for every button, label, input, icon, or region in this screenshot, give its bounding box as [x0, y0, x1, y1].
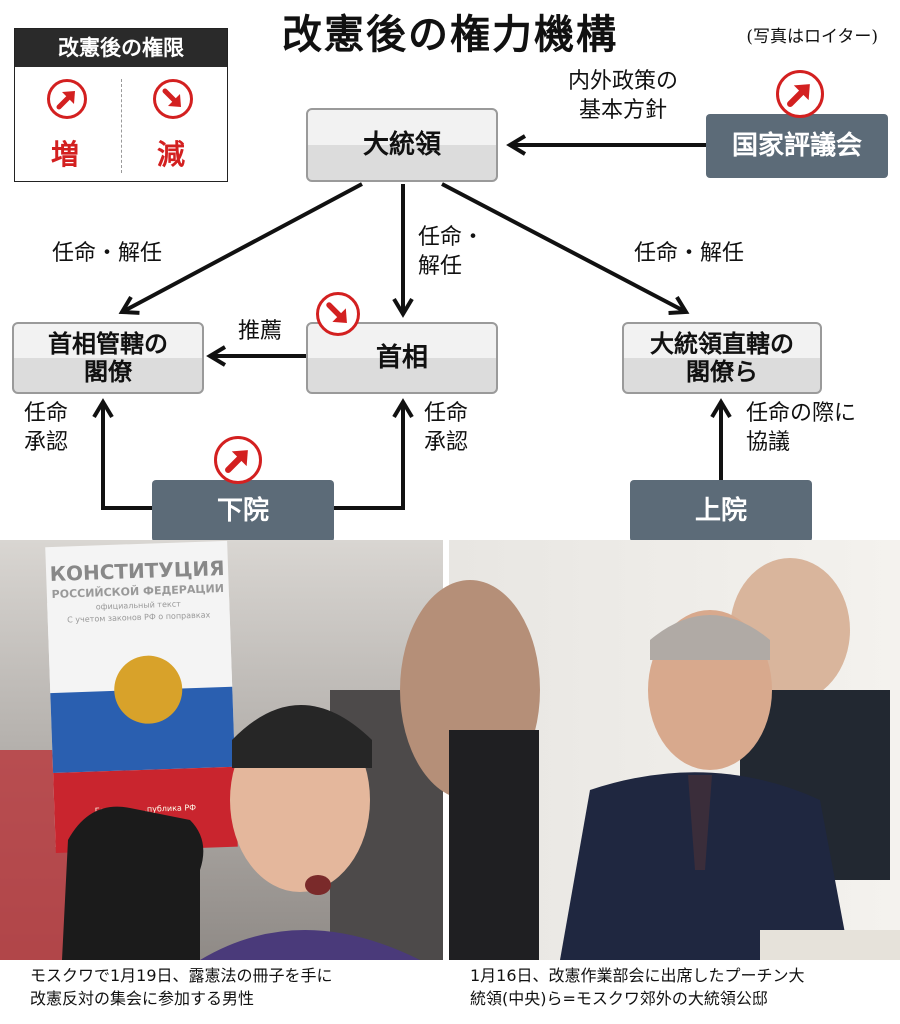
caption-left-line1: モスクワで1月19日、露憲法の冊子を手に	[30, 966, 333, 985]
label-appoint-dismiss-right: 任命・解任	[634, 241, 745, 266]
photo-strip: КОНСТИТУЦИЯ РОССИЙСКОЙ ФЕДЕРАЦИИ официал…	[0, 540, 900, 960]
node-upper-house: 上院	[630, 480, 812, 542]
legend-heading: 改憲後の権限	[15, 29, 227, 67]
booklet-subtitle: РОССИЙСКОЙ ФЕДЕРАЦИИ	[51, 582, 224, 601]
node-lower-house: 下院	[152, 480, 334, 542]
node-pm-cabinet-line2: 閣僚	[84, 358, 132, 386]
booklet-text-1: официальный текст	[96, 599, 182, 611]
state-council-increase-icon	[776, 70, 824, 118]
diagram-title: 改憲後の権力機構	[282, 11, 618, 58]
photo-protester: КОНСТИТУЦИЯ РОССИЙСКОЙ ФЕДЕРАЦИИ официал…	[0, 540, 445, 960]
label-consult: 任命の際に 協議	[746, 400, 856, 457]
label-appoint-dismiss-center-line1: 任命・	[418, 225, 485, 250]
legend-increase-label: 増	[51, 138, 80, 171]
label-approve-right-line2: 承認	[424, 429, 469, 455]
diagram-arrows	[92, 134, 732, 510]
node-pm-cabinet-line1: 首相管轄の	[48, 329, 168, 358]
legend-box: 改憲後の権限 増 減	[14, 28, 228, 182]
label-basic-policy: 内外政策の 基本方針	[548, 68, 698, 125]
node-pm-cabinet: 首相管轄の 閣僚	[12, 322, 204, 394]
decrease-arrow-icon	[153, 79, 193, 119]
label-basic-policy-line1: 内外政策の	[567, 69, 678, 94]
label-consult-line1: 任命の際に	[746, 401, 857, 426]
photo-credit: (写真はロイター)	[746, 27, 878, 47]
caption-right-line2: 統領(中央)ら=モスクワ郊外の大統領公邸	[470, 989, 768, 1009]
label-approve-right-line1: 任命	[424, 401, 469, 426]
label-appoint-dismiss-center: 任命・ 解任	[418, 224, 484, 281]
label-approve-left-line2: 承認	[24, 429, 69, 455]
increase-arrow-icon	[47, 79, 87, 119]
label-recommend: 推薦	[238, 319, 283, 344]
node-pres-cabinet: 大統領直轄の 閣僚ら	[622, 322, 822, 394]
pm-decrease-icon	[316, 292, 360, 336]
label-approve-left: 任命 承認	[24, 400, 68, 457]
arrow-president-to-pres-cabinet	[441, 182, 690, 315]
caption-left-line2: 改憲反対の集会に参加する男性	[30, 989, 255, 1009]
node-president: 大統領	[306, 108, 498, 182]
node-state-council: 国家評議会	[706, 114, 888, 178]
label-appoint-dismiss-center-line2: 解任	[418, 253, 463, 279]
caption-right: 1月16日、改憲作業部会に出席したプーチン大 統領(中央)ら=モスクワ郊外の大統…	[470, 964, 890, 1010]
node-pres-cabinet-line2: 閣僚ら	[686, 358, 758, 386]
label-basic-policy-line2: 基本方針	[578, 97, 667, 123]
photo-working-group	[400, 540, 900, 960]
label-appoint-dismiss-left: 任命・解任	[52, 241, 163, 266]
label-approve-left-line1: 任命	[24, 401, 69, 426]
legend-divider	[121, 79, 122, 173]
arrow-lower-to-pm-cabinet	[92, 398, 154, 510]
node-pres-cabinet-line1: 大統領直轄の	[650, 329, 794, 358]
caption-left: モスクワで1月19日、露憲法の冊子を手に 改憲反対の集会に参加する男性	[30, 964, 440, 1010]
label-consult-line2: 協議	[746, 429, 791, 455]
arrow-president-to-pm-cabinet	[118, 182, 363, 315]
arrow-lower-to-pm	[334, 398, 414, 510]
lower-house-increase-icon	[214, 436, 262, 484]
label-approve-right: 任命 承認	[424, 400, 468, 457]
legend-decrease-label: 減	[157, 138, 186, 171]
caption-right-line1: 1月16日、改憲作業部会に出席したプーチン大	[470, 966, 805, 985]
